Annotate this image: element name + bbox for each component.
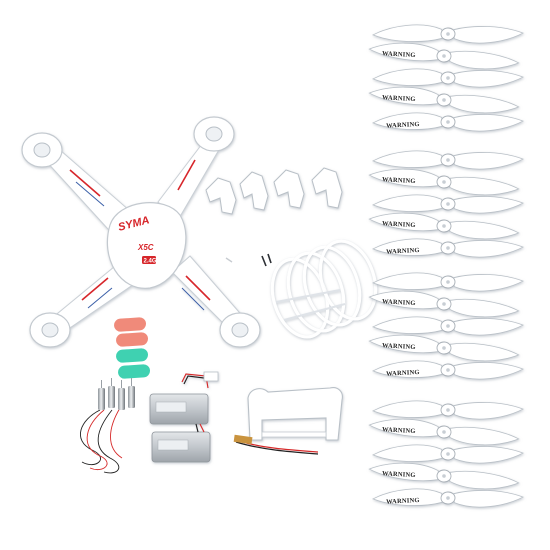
landing-legs xyxy=(205,167,343,215)
landing-gear-icon xyxy=(247,387,343,441)
propeller-warning-label: WARNING xyxy=(386,369,420,378)
propeller-warning-label: WARNING xyxy=(382,426,416,435)
propeller-20: WARNING xyxy=(372,482,524,514)
propeller-17: WARNING xyxy=(368,416,520,448)
propeller-icon: WARNING WARNING WARNING WARNING WARNING WARNI… xyxy=(368,18,524,514)
propeller-warning-label: WARNING xyxy=(382,50,416,59)
motor-icon xyxy=(80,378,135,474)
screws xyxy=(225,253,272,267)
propeller-14: WARNING xyxy=(368,332,520,364)
battery-icon xyxy=(149,371,219,463)
propeller-9: WARNING xyxy=(368,210,520,242)
propeller-warning-label: WARNING xyxy=(382,176,416,185)
propeller-warning-label: WARNING xyxy=(382,470,416,479)
drone-frame-icon: SYMA X5C 2.4G xyxy=(21,116,261,348)
blade-guard-pads xyxy=(114,317,151,379)
propeller-warning-label: WARNING xyxy=(382,342,416,351)
propeller-warning-label: WARNING xyxy=(386,497,420,506)
propeller-5: WARNING xyxy=(372,106,524,138)
propeller-7: WARNING xyxy=(368,166,520,198)
prop-guard-icon xyxy=(270,239,378,339)
propeller-4: WARNING xyxy=(368,84,520,116)
propeller-15: WARNING xyxy=(372,354,524,386)
propeller-warning-label: WARNING xyxy=(382,298,416,307)
model-label: X5C xyxy=(137,243,154,252)
charging-cable xyxy=(233,434,319,455)
propeller-warning-label: WARNING xyxy=(386,121,420,130)
propeller-12: WARNING xyxy=(368,288,520,320)
propeller-warning-label: WARNING xyxy=(382,220,416,229)
propeller-10: WARNING xyxy=(372,232,524,264)
propeller-warning-label: WARNING xyxy=(382,94,416,103)
propeller-19: WARNING xyxy=(368,460,520,492)
propeller-warning-label: WARNING xyxy=(386,247,420,256)
propeller-2: WARNING xyxy=(368,40,520,72)
frequency-label: 2.4G xyxy=(144,259,157,265)
